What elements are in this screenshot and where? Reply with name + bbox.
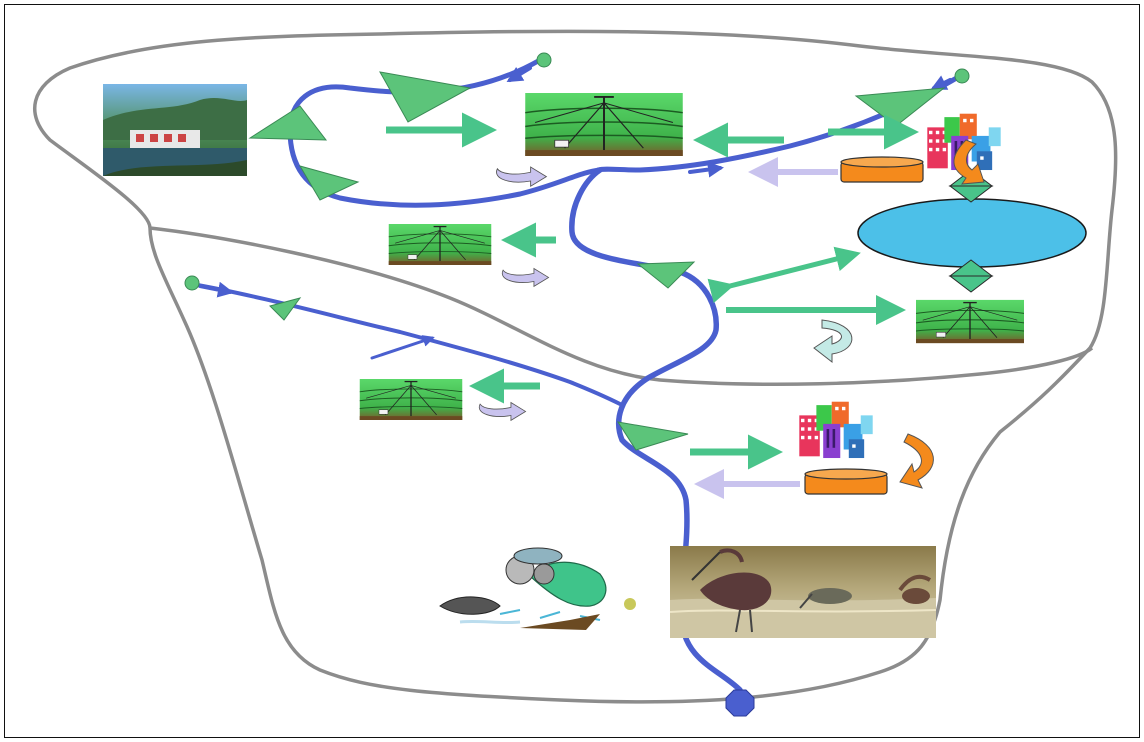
- return-flow-icon: [478, 402, 527, 421]
- wetland-birds-photo: [669, 546, 937, 638]
- control-point-triangles: [248, 71, 946, 451]
- river-flow-arrow-4: [370, 335, 435, 360]
- return-flow-icon: [495, 166, 547, 187]
- control-point-triangle: [616, 421, 689, 451]
- control-point-triangle: [636, 261, 696, 289]
- return-flow-arrows: [694, 157, 838, 499]
- sub-basin-boundary: [149, 226, 1094, 386]
- source-node-upper: [536, 52, 552, 68]
- polluted-fish-icon: [439, 547, 636, 630]
- supply-arrows: [386, 112, 919, 470]
- watershed-boundary: [33, 29, 1118, 704]
- dam-photo: [103, 84, 247, 176]
- source-node-left: [184, 275, 200, 291]
- return-flow-icon: [813, 319, 853, 364]
- source-node-right: [954, 68, 970, 84]
- return-flow-icon: [899, 433, 934, 489]
- return-flow-icon: [501, 268, 549, 287]
- irrigation-field-icon: [388, 224, 492, 265]
- control-point-triangle: [248, 105, 328, 141]
- return-flow-icon: [953, 139, 985, 185]
- city-buildings-icon: [799, 401, 873, 459]
- control-point-triangle: [854, 87, 946, 127]
- figure-frame: [4, 4, 1140, 738]
- storage-tank-icon: [840, 156, 924, 183]
- irrigation-field-icon: [359, 379, 463, 420]
- basin-outlet-node: [725, 689, 755, 717]
- river-flow-arrow-3: [198, 281, 234, 298]
- river-reservoir-exchange-arrow: [707, 246, 861, 304]
- irrigation-field-icon: [916, 299, 1024, 344]
- river-flow-arrow-2: [930, 75, 952, 90]
- storage-tank-icon: [804, 468, 888, 495]
- river-left-tributary: [190, 282, 622, 406]
- river-flow-arrow-5: [688, 161, 724, 178]
- reservoir-ellipse: [857, 198, 1087, 268]
- control-point-triangle: [298, 165, 360, 201]
- river-flow-arrow-1: [506, 66, 532, 83]
- irrigation-field-icon: [524, 93, 684, 156]
- control-point-triangle: [269, 297, 302, 321]
- control-point-triangle: [379, 71, 472, 123]
